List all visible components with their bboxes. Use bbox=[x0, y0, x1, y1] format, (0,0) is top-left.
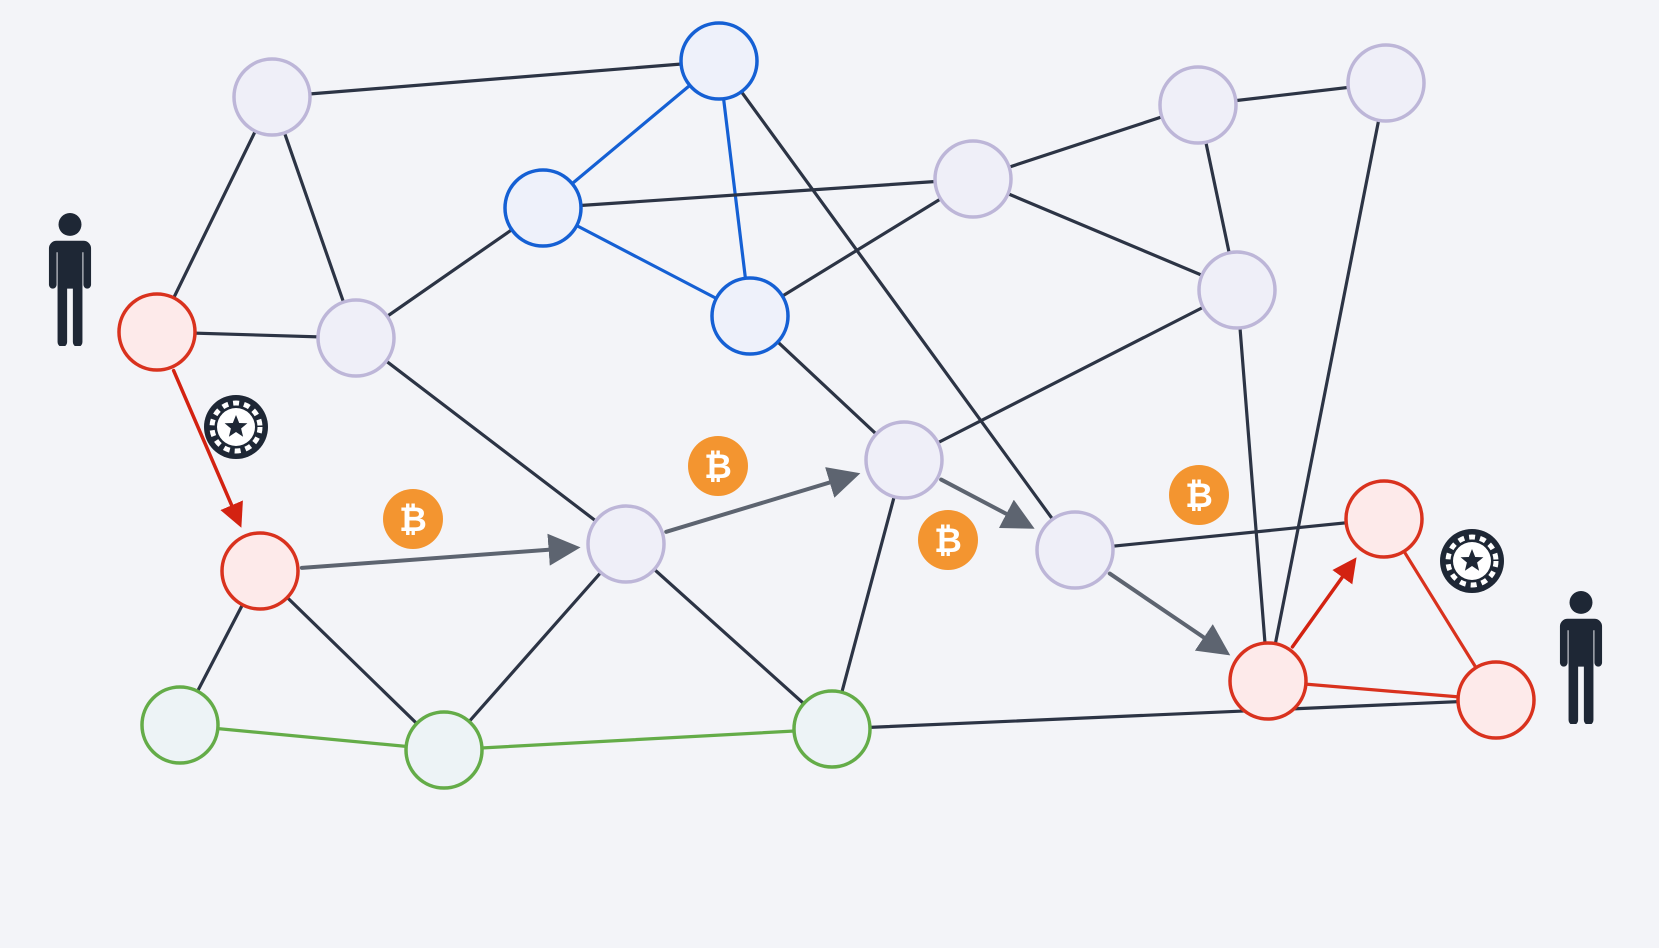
node-n12[interactable] bbox=[586, 504, 666, 584]
node-n8[interactable] bbox=[1197, 250, 1277, 330]
edge-n13-n17 bbox=[830, 458, 906, 731]
edges-layer bbox=[155, 59, 1498, 752]
node-n16[interactable] bbox=[404, 710, 484, 790]
svg-text:₿: ₿ bbox=[934, 521, 962, 561]
edge-n10-n12 bbox=[354, 336, 628, 546]
edge-n1-n10 bbox=[270, 95, 358, 340]
bitcoin-icon: ₿ bbox=[1169, 465, 1229, 525]
node-n17[interactable] bbox=[792, 689, 872, 769]
svg-text:₿: ₿ bbox=[1185, 476, 1213, 516]
nodes-layer bbox=[117, 21, 1536, 790]
node-n3[interactable] bbox=[503, 168, 583, 248]
edge-n14-n18 bbox=[1073, 517, 1386, 552]
node-n5[interactable] bbox=[933, 139, 1013, 219]
bitcoin-icon: ₿ bbox=[688, 436, 748, 496]
edge-n1-n9 bbox=[155, 95, 274, 334]
edge-n8-n13 bbox=[902, 288, 1239, 462]
edge-n8-n19 bbox=[1235, 288, 1270, 683]
poker-chip-icon bbox=[1440, 529, 1504, 593]
edge-n3-n5 bbox=[541, 177, 975, 210]
payment-arrow-n12-n13 bbox=[664, 467, 861, 534]
edge-n16-n17 bbox=[442, 727, 834, 752]
node-n18[interactable] bbox=[1344, 479, 1424, 559]
edge-n4-n5 bbox=[748, 177, 975, 318]
payment-path-layer bbox=[171, 368, 1357, 656]
edge-n5-n8 bbox=[971, 177, 1239, 292]
receiver-person-icon bbox=[1559, 590, 1603, 724]
node-n13[interactable] bbox=[864, 420, 944, 500]
edge-n12-n17 bbox=[624, 542, 834, 731]
edge-n2-n4 bbox=[717, 59, 752, 318]
node-n6[interactable] bbox=[1158, 65, 1238, 145]
edge-n17-n20 bbox=[830, 698, 1498, 731]
node-n20[interactable] bbox=[1456, 660, 1536, 740]
edge-n11-n16 bbox=[258, 569, 446, 752]
payment-arrow-n13-n14 bbox=[939, 477, 1035, 529]
node-n7[interactable] bbox=[1346, 43, 1426, 123]
node-n15[interactable] bbox=[140, 685, 220, 765]
payment-arrow-n11-n12 bbox=[299, 533, 581, 570]
edge-n15-n16 bbox=[178, 723, 446, 752]
poker-chip-icon bbox=[204, 395, 268, 459]
node-n1[interactable] bbox=[232, 57, 312, 137]
svg-text:₿: ₿ bbox=[704, 447, 732, 487]
node-n4[interactable] bbox=[710, 276, 790, 356]
bitcoin-icon: ₿ bbox=[383, 489, 443, 549]
payment-arrow-n14-n19 bbox=[1107, 571, 1231, 656]
node-n19[interactable] bbox=[1228, 641, 1308, 721]
node-n9[interactable] bbox=[117, 292, 197, 372]
payment-arrow-n9-n11 bbox=[171, 368, 243, 528]
payment-arrow-n19-n18 bbox=[1290, 557, 1357, 649]
sender-person-icon bbox=[48, 212, 92, 346]
svg-text:₿: ₿ bbox=[399, 500, 427, 540]
overlay-layer: ₿ ₿ ₿ ₿ bbox=[48, 212, 1603, 724]
node-n14[interactable] bbox=[1035, 510, 1115, 590]
edge-n7-n19 bbox=[1266, 81, 1388, 683]
node-n2[interactable] bbox=[679, 21, 759, 101]
edge-n1-n2 bbox=[270, 59, 721, 99]
bitcoin-icon: ₿ bbox=[918, 510, 978, 570]
node-n10[interactable] bbox=[316, 298, 396, 378]
edge-n2-n14 bbox=[717, 59, 1077, 552]
node-n11[interactable] bbox=[220, 531, 300, 611]
edge-n12-n16 bbox=[442, 542, 628, 752]
